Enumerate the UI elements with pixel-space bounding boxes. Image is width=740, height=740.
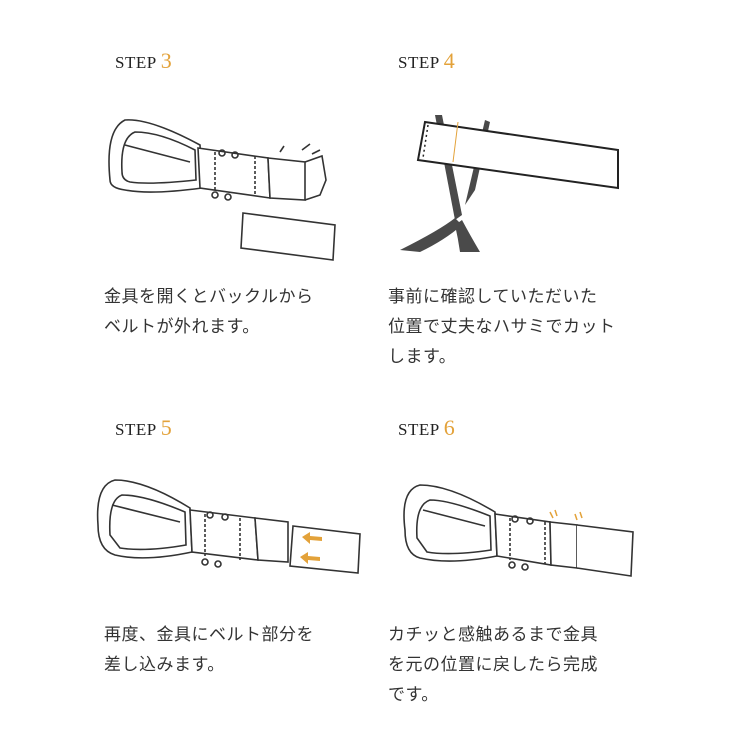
buckle-open-illustration — [108, 119, 336, 261]
belt-insert-illustration — [96, 479, 361, 574]
step-label: STEP — [398, 53, 440, 72]
step-5-description: 再度、金具にベルト部分を 差し込みます。 — [104, 625, 314, 675]
step-label: STEP — [115, 420, 157, 439]
step-label: STEP — [115, 53, 157, 72]
scissors-cutting-illustration — [400, 115, 619, 252]
step-number: 5 — [160, 415, 173, 440]
step-label: STEP — [398, 420, 440, 439]
step-6-description: カチッと感触あるまで金具 を元の位置に戻したら完成 です。 — [388, 625, 598, 705]
step-number: 6 — [443, 415, 456, 440]
buckle-closed-illustration — [403, 484, 634, 577]
step-number: 4 — [443, 48, 456, 73]
step-number: 3 — [160, 48, 173, 73]
step-4-description: 事前に確認していただいた 位置で丈夫なハサミでカット します。 — [388, 287, 616, 367]
step-3-description: 金具を開くとバックルから ベルトが外れます。 — [104, 287, 314, 337]
